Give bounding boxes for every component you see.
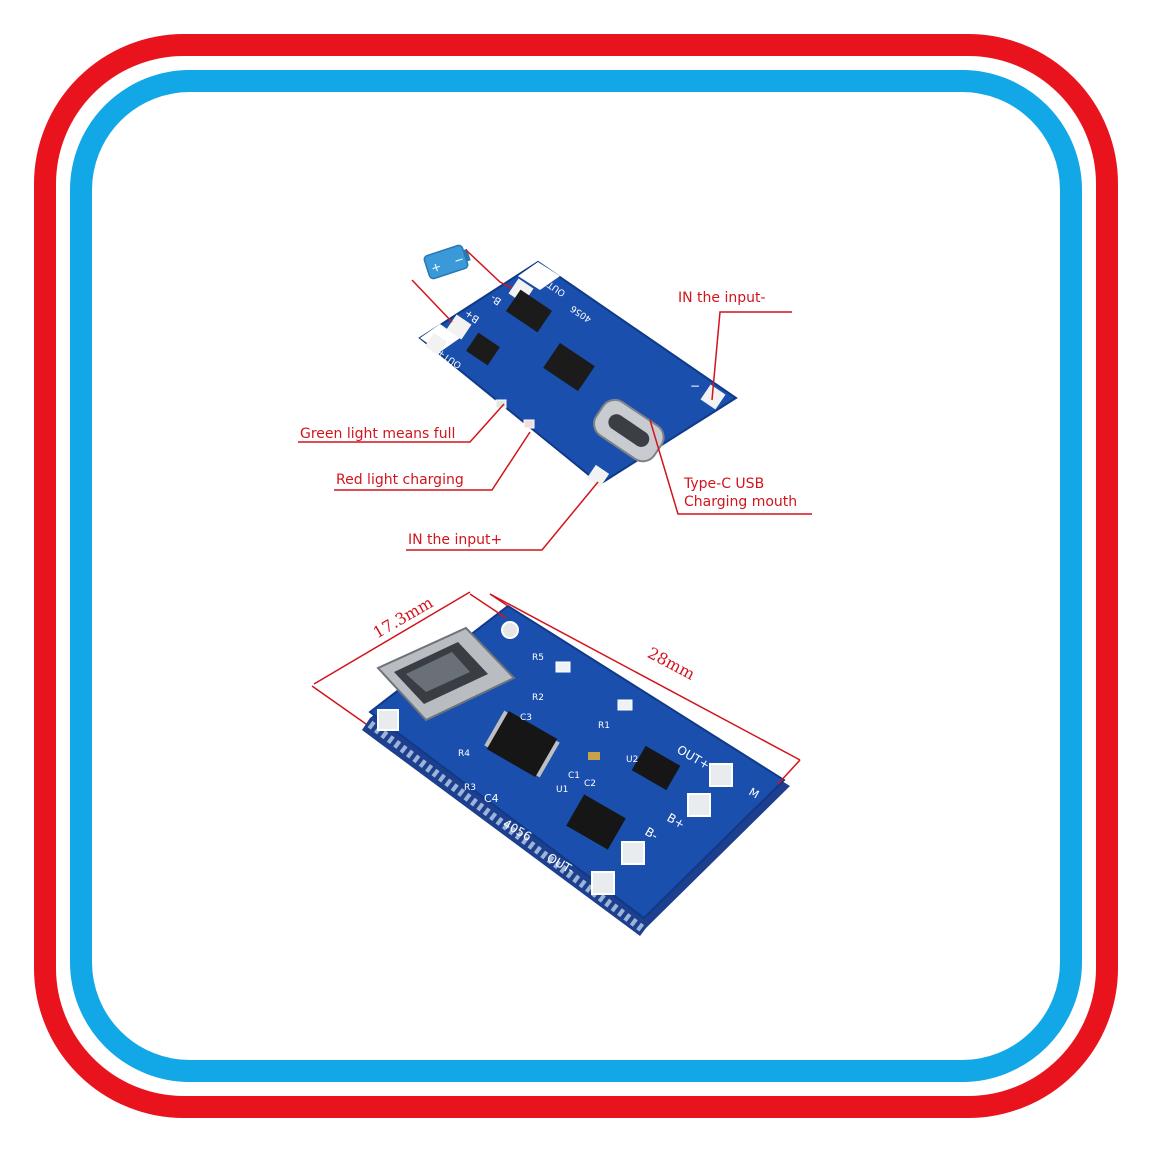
leader-green-light <box>298 403 505 443</box>
leader-in-plus <box>406 481 599 551</box>
callout-type-c-line2: Charging mouth <box>684 494 798 510</box>
top-led-red <box>523 419 535 429</box>
pad-b-plus <box>446 314 472 340</box>
dim-length-ext-right <box>777 759 801 785</box>
bottom-silk-b-minus: B- <box>643 824 661 842</box>
dim-length-ext-left <box>489 593 509 607</box>
battery-wire-positive <box>411 279 453 323</box>
callout-type-c-line1: Type-C USB <box>684 476 765 492</box>
bottom-chip-dw01 <box>631 745 681 791</box>
bottom-hole-top <box>501 621 519 639</box>
top-chip-mos <box>466 332 500 366</box>
bottom-pad-out-plus <box>709 763 733 787</box>
leader-in-minus <box>711 311 792 401</box>
bottom-silk-r3: R3 <box>464 783 476 793</box>
bottom-type-c-connector <box>376 626 516 722</box>
top-silk-minus: − <box>690 379 700 393</box>
inner-blue-frame <box>70 70 1082 1082</box>
top-chip-dw01 <box>505 289 553 333</box>
pad-in-plus <box>586 464 610 488</box>
callout-in-input-minus: IN the input- <box>678 290 766 306</box>
callout-in-input-plus: IN the input+ <box>408 532 503 548</box>
bottom-pad-out-minus <box>591 871 615 895</box>
bottom-silk-r4: R4 <box>458 749 470 759</box>
bottom-pad-b-plus <box>687 793 711 817</box>
leader-red-light <box>334 431 531 491</box>
bottom-chip-4056 <box>484 710 560 778</box>
bottom-chip-mos <box>566 794 626 850</box>
bottom-silk-r1: R1 <box>598 721 610 731</box>
bottom-silk-c4: C4 <box>484 792 499 805</box>
dim-width-line <box>313 591 471 685</box>
bottom-board: OUT+ OUT- B+ B- 4056 R1 R2 R3 R4 R5 C1 C… <box>362 604 790 936</box>
battery-minus-sign: − <box>452 252 466 268</box>
bottom-silk-r2: R2 <box>532 693 544 703</box>
bottom-silk-c2: C2 <box>584 779 596 789</box>
bottom-pad-in-left <box>377 709 399 731</box>
bottom-silk-c3: C3 <box>520 713 532 723</box>
top-chip-4056 <box>543 342 595 392</box>
bottom-led-1 <box>555 661 571 673</box>
bottom-silk-u1: U1 <box>556 785 568 795</box>
battery-icon: + − <box>423 244 471 280</box>
battery-wire-negative <box>465 249 513 289</box>
top-type-c-connector <box>593 398 665 463</box>
battery-plus-sign: + <box>429 259 443 275</box>
dim-length-line <box>489 593 801 761</box>
bottom-silk-r5: R5 <box>532 653 544 663</box>
bottom-silk-u2: U2 <box>626 755 638 765</box>
pad-out-plus <box>424 332 448 356</box>
dim-width-ext-left <box>311 685 367 725</box>
bottom-silk-c1: C1 <box>568 771 580 781</box>
bottom-pad-b-minus <box>621 841 645 865</box>
dim-width-ext-right <box>469 593 507 619</box>
bottom-led-2 <box>617 699 633 711</box>
leader-type-c <box>649 419 812 515</box>
outer-red-frame <box>34 34 1118 1118</box>
top-board: B- B+ OUT- OUT+ 4056 − <box>418 260 738 488</box>
bottom-capacitor <box>588 752 600 760</box>
callout-red-light: Red light charging <box>336 472 464 488</box>
callout-green-light: Green light means full <box>300 426 456 442</box>
